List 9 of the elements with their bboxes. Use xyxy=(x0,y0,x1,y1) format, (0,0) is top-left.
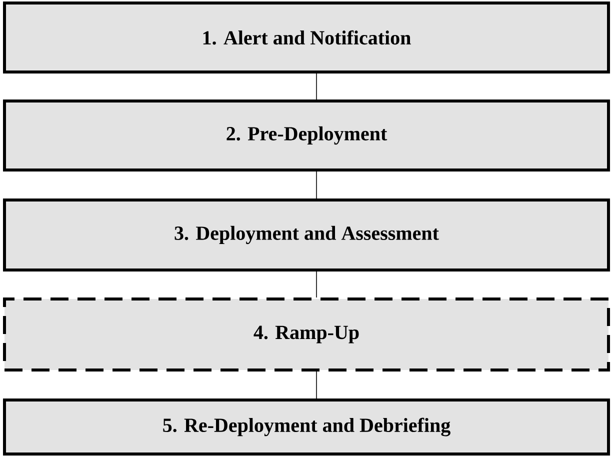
connector-line xyxy=(316,73,317,100)
process-box: 2. Pre-Deployment xyxy=(3,100,610,172)
process-box: 4. Ramp-Up xyxy=(3,298,610,372)
connector-line xyxy=(316,171,317,199)
process-box: 5. Re-Deployment and Debriefing xyxy=(3,398,610,456)
connector-line xyxy=(316,371,317,399)
process-box: 1. Alert and Notification xyxy=(3,2,610,74)
connector-line xyxy=(316,271,317,298)
process-box: 3. Deployment and Assessment xyxy=(3,198,610,272)
